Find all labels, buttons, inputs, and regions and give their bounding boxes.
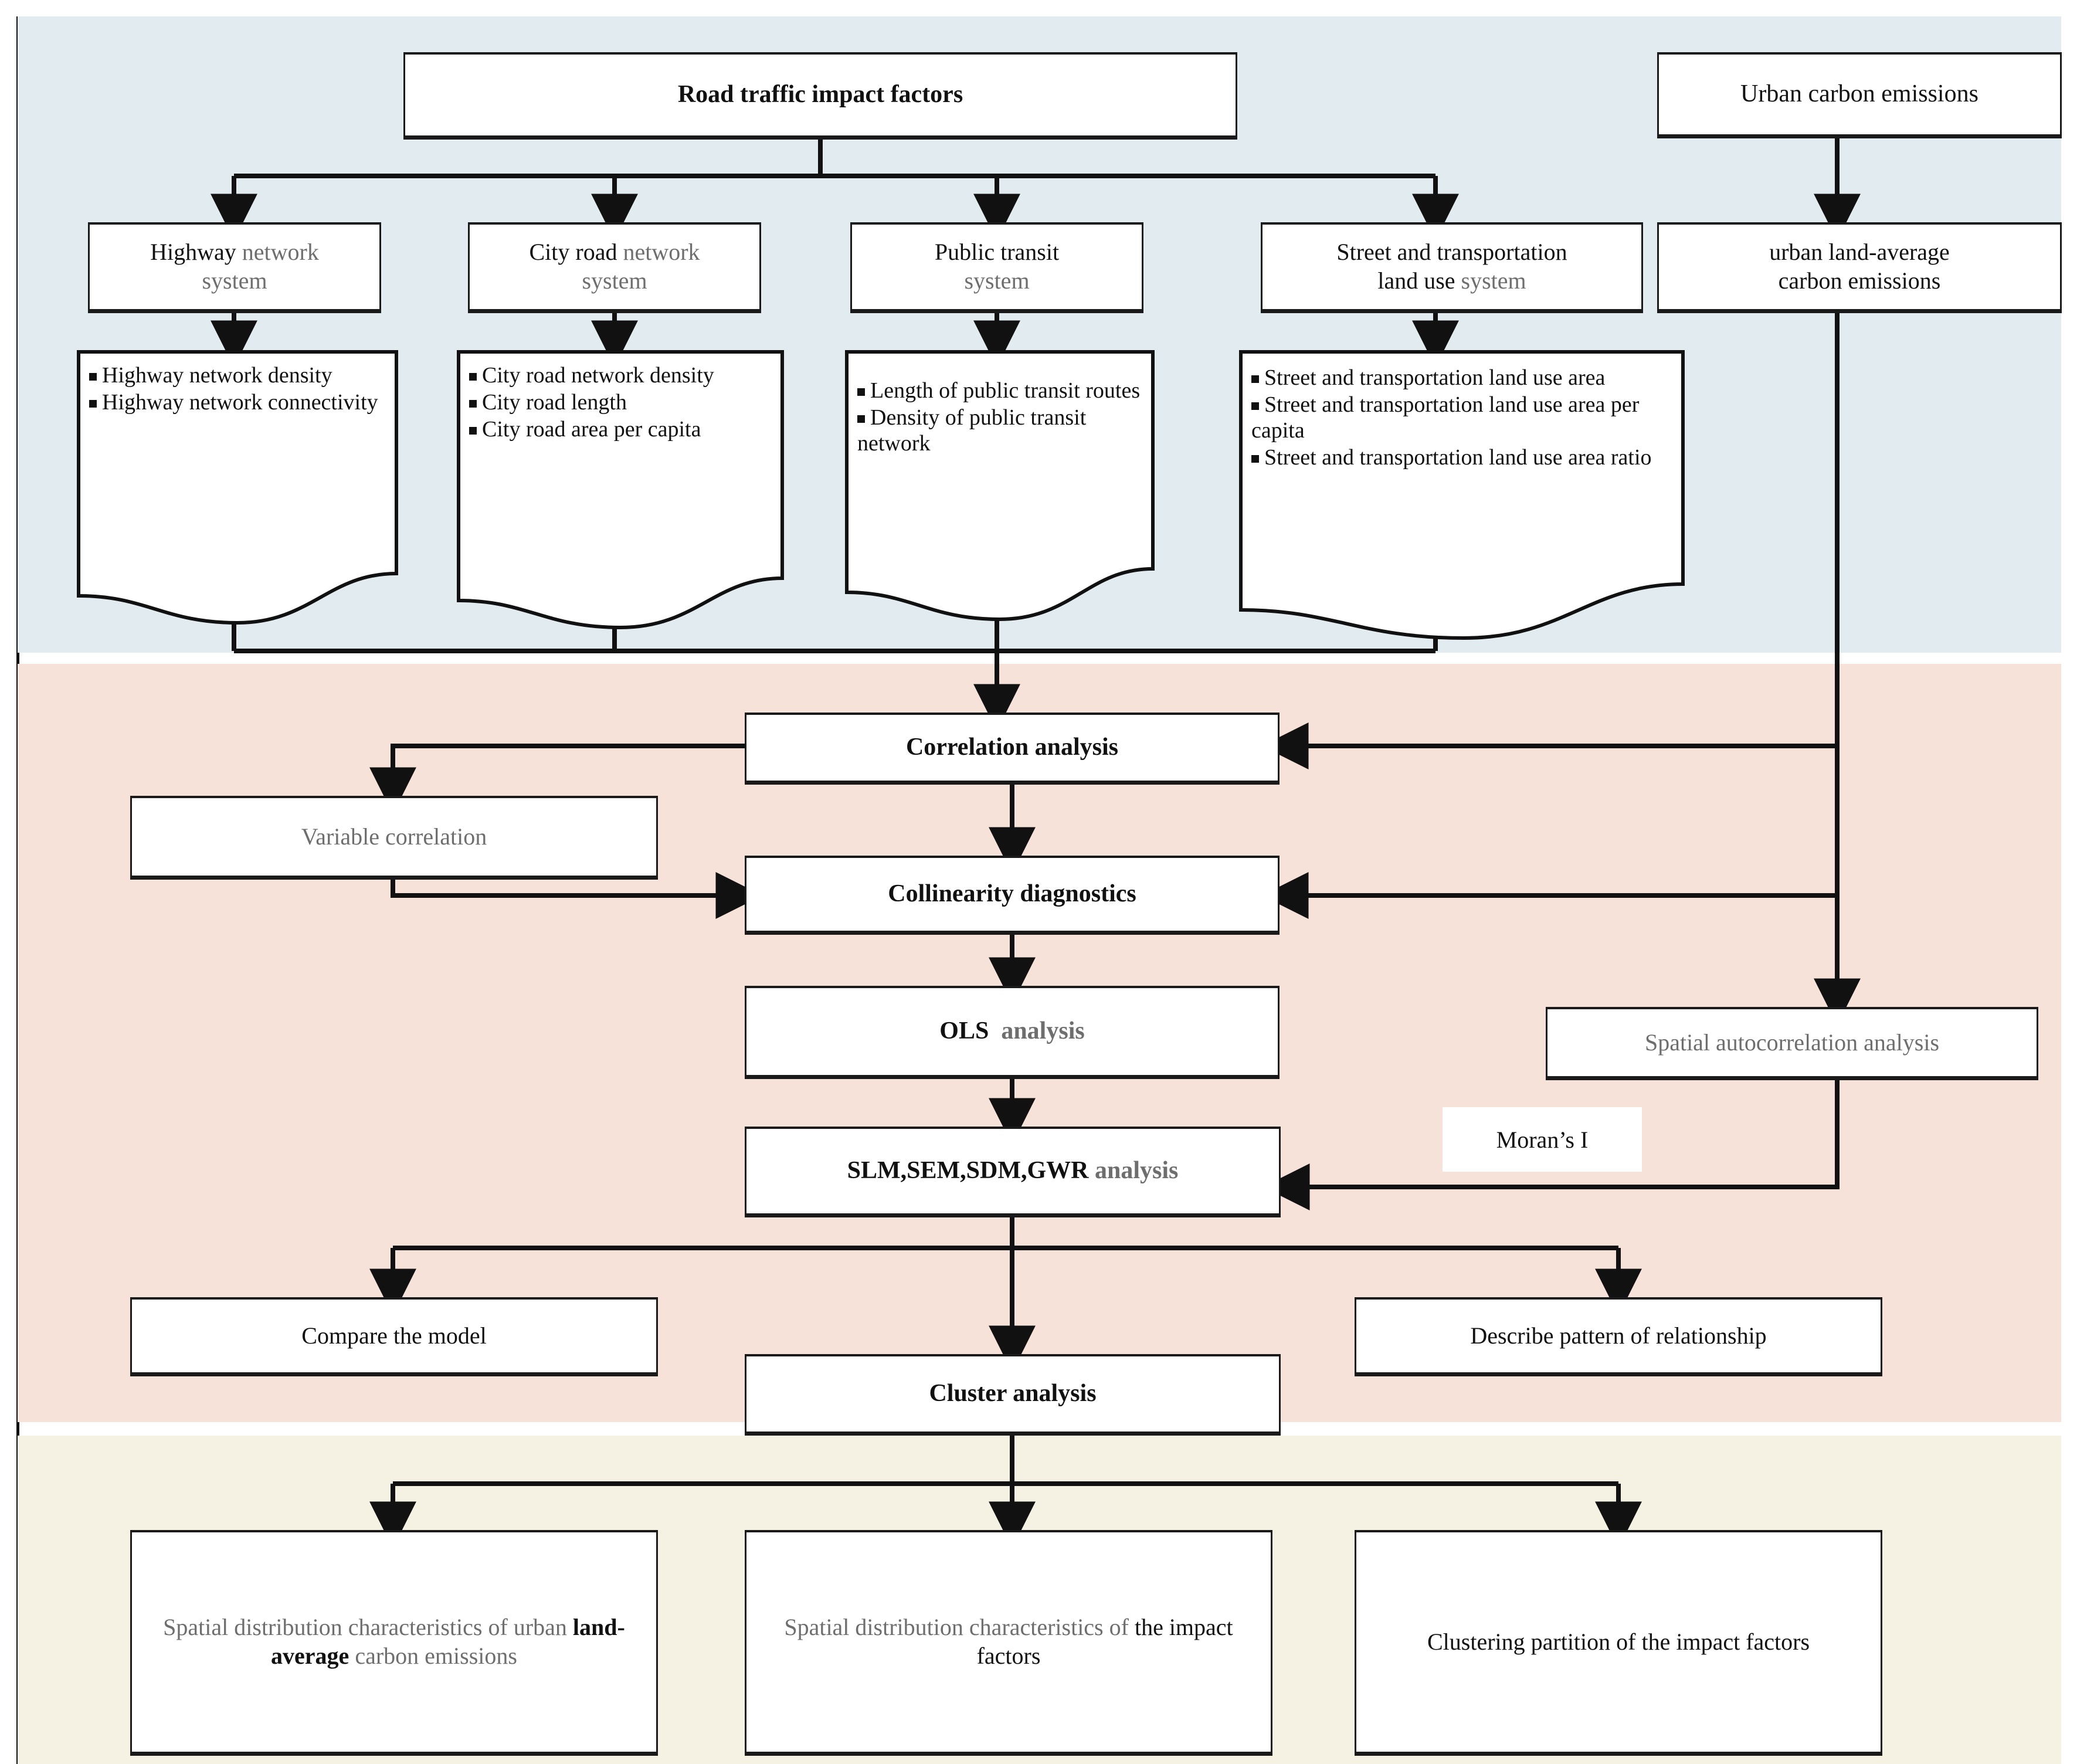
carbon-var-line2: carbon emissions [1778, 267, 1941, 294]
doc-content: City road network density City road leng… [456, 350, 785, 443]
node-label: Variable correlation [301, 823, 487, 850]
doc-shape [457, 350, 784, 630]
node-urban-carbon-emissions[interactable]: Urban carbon emissions [1657, 53, 2062, 136]
doc-content: Highway network density Highway network … [76, 350, 399, 416]
node-compare-the-model[interactable]: Compare the model [130, 1298, 658, 1374]
list-item-label: Length of public transit routes [870, 378, 1141, 403]
list-item: Street and transportation land use area [1251, 365, 1665, 391]
node-label: Spatial autocorrelation analysis [1644, 1029, 1940, 1056]
models-label-gray: analysis [1094, 1157, 1179, 1185]
list-item-label: Density of public transit network [857, 405, 1087, 456]
sys-label-line2: system [202, 267, 267, 294]
node-label: Urban carbon emissions [1740, 80, 1978, 108]
list-item-label: Street and transportation land use area [1264, 365, 1606, 390]
sys-label-black: Highway [150, 239, 236, 266]
ols-label-black: OLS [939, 1017, 989, 1045]
node-spatial-autocorrelation-analysis[interactable]: Spatial autocorrelation analysis [1546, 1007, 2038, 1078]
output-label-part2: carbon emissions [349, 1643, 517, 1669]
node-label: Cluster analysis [929, 1380, 1097, 1407]
node-variable-correlation[interactable]: Variable correlation [130, 796, 658, 877]
node-output-spatial-distribution-impact-factors[interactable]: Spatial distribution characteristics of … [745, 1531, 1272, 1753]
node-label: Clustering partition of the impact facto… [1427, 1628, 1810, 1655]
bullet-square-icon [89, 399, 97, 408]
bullet-square-icon [1251, 402, 1259, 410]
node-road-traffic-impact-factors[interactable]: Road traffic impact factors [403, 53, 1237, 137]
sys-label-line2-gray: system [1461, 267, 1526, 294]
doc-shape [1239, 350, 1685, 640]
node-highway-network-system[interactable]: Highway network system [88, 223, 381, 311]
node-describe-pattern-of-relationship[interactable]: Describe pattern of relationship [1355, 1298, 1882, 1374]
sys-label-gray: network [242, 239, 319, 266]
list-item-label: Highway network connectivity [102, 390, 378, 415]
list-item-label: City road length [482, 390, 627, 415]
list-item: Highway network density [89, 362, 388, 388]
output-label-bold: land-average [271, 1614, 625, 1669]
doc-content: Street and transportation land use area … [1238, 350, 1685, 471]
node-ols-analysis[interactable]: OLS analysis [745, 986, 1280, 1077]
doc-shape [845, 350, 1155, 622]
node-cluster-analysis[interactable]: Cluster analysis [745, 1355, 1281, 1433]
node-label: Compare the model [301, 1322, 487, 1349]
indicator-list: Street and transportation land use area … [1251, 365, 1665, 470]
node-spatial-models-analysis[interactable]: SLM,SEM,SDM,GWR analysis [745, 1127, 1281, 1215]
list-item: City road length [469, 389, 774, 415]
doc-content: Length of public transit routes Density … [844, 350, 1155, 457]
list-item-label: City road network density [482, 363, 714, 388]
models-label-black: SLM,SEM,SDM,GWR [847, 1157, 1089, 1185]
node-street-land-use-system[interactable]: Street and transportation land use syste… [1261, 223, 1643, 311]
bullet-square-icon [469, 426, 477, 435]
output-label-bold: the impact factors [976, 1614, 1233, 1669]
doc-highway-indicators[interactable]: Highway network density Highway network … [76, 350, 399, 625]
bullet-square-icon [469, 372, 477, 381]
node-label: Road traffic impact factors [677, 81, 963, 108]
node-label: Moran’s I [1496, 1126, 1589, 1153]
node-output-spatial-distribution-carbon-emissions[interactable]: Spatial distribution characteristics of … [130, 1531, 658, 1753]
bullet-square-icon [857, 415, 865, 423]
list-item: Length of public transit routes [857, 378, 1145, 403]
node-label: Collinearity diagnostics [888, 880, 1136, 908]
list-item: Street and transportation land use area … [1251, 392, 1665, 443]
sys-label-black: City road [529, 239, 617, 266]
node-collinearity-diagnostics[interactable]: Collinearity diagnostics [745, 856, 1280, 932]
output-label-part1: Spatial distribution characteristics of [784, 1614, 1135, 1641]
indicator-list: Length of public transit routes Density … [857, 378, 1145, 456]
list-item-label: Street and transportation land use area … [1251, 392, 1640, 443]
doc-shape [77, 350, 398, 625]
bullet-square-icon [469, 399, 477, 408]
carbon-var-line1: urban land-average [1769, 239, 1950, 266]
sys-label-gray: network [623, 239, 700, 266]
node-urban-land-average-carbon-emissions[interactable]: urban land-average carbon emissions [1657, 223, 2062, 311]
doc-public-transit-indicators[interactable]: Length of public transit routes Density … [844, 350, 1155, 624]
bullet-square-icon [1251, 375, 1259, 383]
bullet-square-icon [1251, 454, 1259, 463]
list-item-label: Street and transportation land use area … [1264, 445, 1652, 470]
output-label-part1: Spatial distribution characteristics of … [163, 1614, 573, 1641]
node-output-clustering-partition[interactable]: Clustering partition of the impact facto… [1355, 1531, 1882, 1753]
node-label: Describe pattern of relationship [1470, 1322, 1767, 1349]
sys-label-line2: system [582, 267, 647, 294]
sys-label-black: Public transit [934, 239, 1060, 266]
bullet-square-icon [89, 372, 97, 381]
sys-label-line2-black: land use [1377, 267, 1455, 294]
list-item: City road network density [469, 362, 774, 388]
list-item: City road area per capita [469, 416, 774, 442]
list-item: Street and transportation land use area … [1251, 445, 1665, 470]
list-item-label: Highway network density [102, 363, 332, 388]
list-item: Density of public transit network [857, 405, 1145, 456]
label-morans-i: Moran’s I [1443, 1107, 1642, 1172]
doc-city-road-indicators[interactable]: City road network density City road leng… [456, 350, 785, 631]
list-item-label: City road area per capita [482, 417, 701, 442]
node-public-transit-system[interactable]: Public transit system [850, 223, 1143, 311]
indicator-list: City road network density City road leng… [469, 362, 774, 442]
indicator-list: Highway network density Highway network … [89, 362, 388, 415]
node-correlation-analysis[interactable]: Correlation analysis [745, 713, 1280, 782]
sys-label-black: Street and transportation [1336, 239, 1567, 266]
list-item: Highway network connectivity [89, 389, 388, 415]
node-city-road-network-system[interactable]: City road network system [468, 223, 761, 311]
doc-street-land-use-indicators[interactable]: Street and transportation land use area … [1238, 350, 1685, 643]
bullet-square-icon [857, 388, 865, 396]
sys-label-line2: system [964, 267, 1030, 294]
ols-label-gray: analysis [1001, 1017, 1085, 1045]
node-label: Correlation analysis [905, 734, 1119, 761]
